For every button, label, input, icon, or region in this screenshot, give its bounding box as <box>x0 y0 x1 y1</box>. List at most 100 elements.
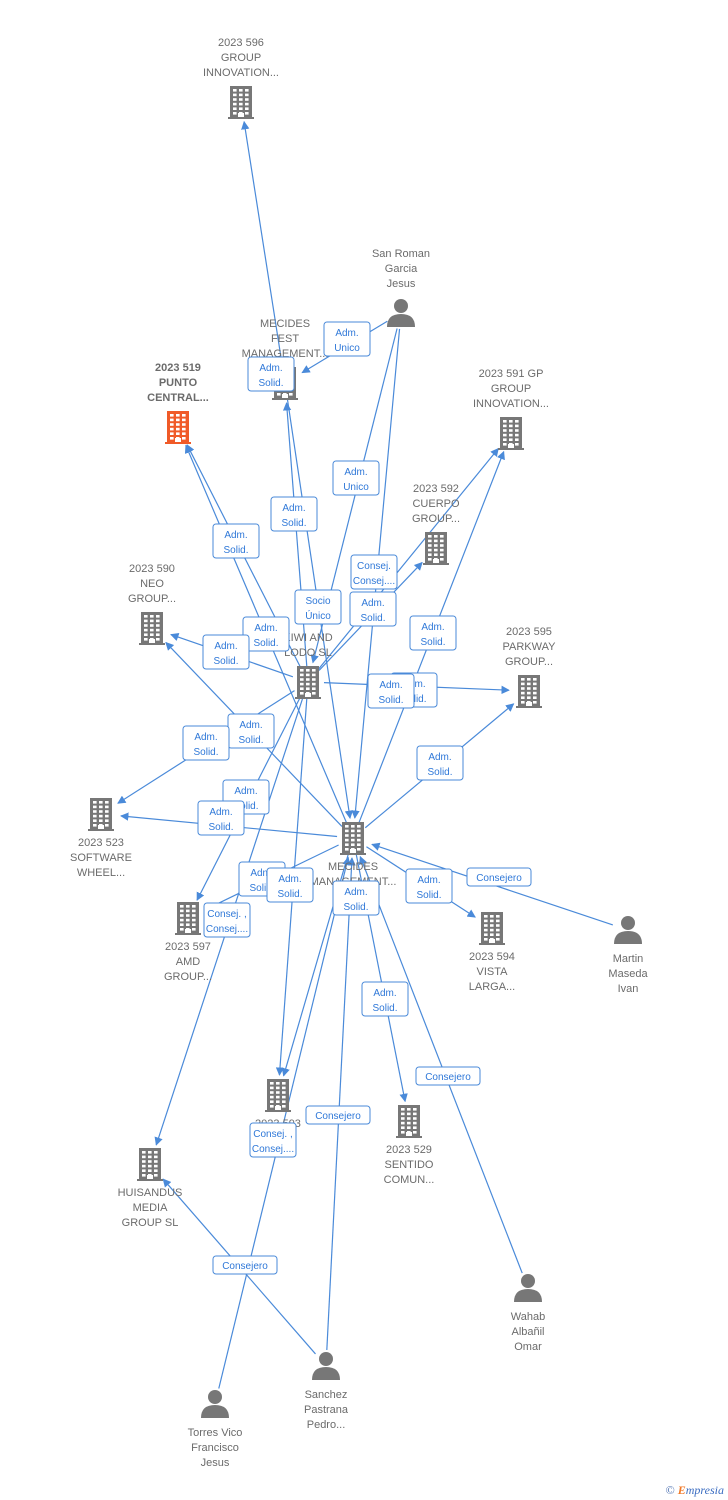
edge-label-kiwi-to-g592[interactable]: Adm.Solid. <box>349 591 397 627</box>
edge-label-text: Solid. <box>258 378 283 389</box>
edge-label-kiwi-to-g590[interactable]: Adm.Solid. <box>202 634 250 670</box>
node-label-line: Wahab <box>511 1311 545 1323</box>
edge-label-kiwi-to-g591[interactable]: Adm.Solid. <box>409 615 457 651</box>
edge-label-text: Adm. <box>259 363 282 374</box>
node-g592[interactable]: 2023 592CUERPOGROUP... <box>412 483 460 565</box>
node-label-line: GROUP... <box>128 593 176 605</box>
node-label-line: Francisco <box>191 1442 239 1454</box>
edge-label-kiwi-to-g595[interactable]: Adm.Solid. <box>367 673 415 709</box>
edge-label-kiwi-to-g593[interactable]: Adm.Solid. <box>266 867 314 903</box>
node-g596[interactable]: 2023 596GROUPINNOVATION... <box>203 37 279 119</box>
node-label-line: Maseda <box>608 968 648 980</box>
edge-label-kiwi-to-mecides_fest[interactable]: Adm.Solid. <box>270 496 318 532</box>
edge-label-text: Consej. , <box>253 1129 292 1140</box>
edge-label-mecides_mgmt-to-g594[interactable]: Adm.Solid. <box>405 868 453 904</box>
node-label-line: Jesus <box>201 1457 230 1469</box>
edge-label-text: Solid. <box>281 518 306 529</box>
node-g597[interactable]: 2023 597AMDGROUP... <box>164 902 212 983</box>
node-mecides_mgmt[interactable]: MECIDESMANAGEMENT... <box>310 822 397 888</box>
edge-label-kiwi-to-g523[interactable]: Adm.Solid. <box>182 725 230 761</box>
node-label-line: PUNTO <box>159 377 198 389</box>
edge-label-mecides_fest-to-g596[interactable]: Adm. Solid. <box>247 356 295 392</box>
edge-label-san_roman-to-mecides_mgmt[interactable]: Consej.Consej.... <box>350 554 398 590</box>
building-icon <box>295 666 321 699</box>
edge-label-text: Adm. <box>379 680 402 691</box>
edge-label-text: Adm. <box>373 988 396 999</box>
node-label-line: 2023 591 GP <box>479 368 544 380</box>
node-label-line: Pastrana <box>304 1404 349 1416</box>
node-label-line: COMUN... <box>384 1174 435 1186</box>
edge-label-text: Adm. <box>254 623 277 634</box>
edge-label-text: Consejero <box>315 1111 361 1122</box>
edge-label-text: Socio <box>305 596 330 607</box>
person-icon <box>387 299 415 327</box>
edge-label-kiwi-to-huisandus[interactable]: Consejero <box>305 1105 371 1125</box>
edge-label-san_roman-to-kiwi[interactable]: Adm.Unico <box>332 460 380 496</box>
edge-label-san_roman-to-mecides_fest[interactable]: Adm.Unico <box>323 321 371 357</box>
node-label-line: 2023 597 <box>165 941 211 953</box>
person-icon <box>514 1274 542 1302</box>
node-label-line: WHEEL... <box>77 867 125 879</box>
edge-label-text: Consejero <box>222 1261 268 1272</box>
node-label-line: GROUP <box>221 52 261 64</box>
node-label-line: Sanchez <box>305 1389 348 1401</box>
edge-mecides_fest-to-g596 <box>241 120 284 368</box>
edge-label-text: Consejero <box>425 1072 471 1083</box>
edge-label-text: Único <box>305 609 331 622</box>
node-label-line: Garcia <box>385 263 418 275</box>
edge-label-text: Adm. <box>224 530 247 541</box>
edge-label-text: Solid. <box>238 735 263 746</box>
edge-label-sanchez-to-huisandus[interactable]: Consejero <box>212 1255 278 1275</box>
edge-label-text: Solid. <box>249 883 274 894</box>
node-label-line: San Roman <box>372 248 430 260</box>
node-g590[interactable]: 2023 590NEOGROUP... <box>128 563 176 645</box>
edge-label-text: Consejero <box>476 873 522 884</box>
node-g523[interactable]: 2023 523SOFTWAREWHEEL... <box>70 798 132 879</box>
edge-label-martin-to-mecides_mgmt[interactable]: Consejero <box>466 867 532 887</box>
edge-label-text: Adm. <box>209 807 232 818</box>
edge-label-kiwi-to-g519[interactable]: Adm. Solid. <box>212 523 260 559</box>
edge-label-torres-to-mecides_mgmt[interactable]: Consej. ,Consej.... <box>249 1122 297 1158</box>
node-g594[interactable]: 2023 594VISTALARGA... <box>469 912 515 993</box>
building-icon <box>423 532 449 565</box>
edge-label-mecides_mgmt-to-g593[interactable]: Adm.Solid. <box>332 880 380 916</box>
edge-label-kiwi-to-g597[interactable]: Adm. Solid. <box>197 800 245 836</box>
node-g529[interactable]: 2023 529SENTIDOCOMUN... <box>384 1105 435 1186</box>
edge-label-text: Unico <box>343 482 369 493</box>
node-sanchez[interactable]: SanchezPastranaPedro... <box>304 1352 349 1431</box>
edge-label-mecides_mgmt-to-g529[interactable]: Adm.Solid. <box>361 981 409 1017</box>
edge-label-text: Solid. <box>213 656 238 667</box>
edge-label-text: Solid. <box>208 822 233 833</box>
edge-label-mecides_mgmt-to-g595[interactable]: Adm.Solid. <box>416 745 464 781</box>
brand-footer: © Empresia <box>666 1483 724 1498</box>
node-label-line: 2023 592 <box>413 483 459 495</box>
node-label-line: GROUP... <box>164 971 212 983</box>
node-label-line: Ivan <box>618 983 639 995</box>
node-label-line: MECIDES <box>260 318 310 330</box>
node-label-line: 2023 590 <box>129 563 175 575</box>
building-icon <box>165 411 191 444</box>
node-label-line: 2023 595 <box>506 626 552 638</box>
person-icon <box>614 916 642 944</box>
edge-label-wahab-to-mecides_mgmt[interactable]: Consejero <box>415 1066 481 1086</box>
node-label-line: GROUP SL <box>122 1217 179 1229</box>
node-g519[interactable]: 2023 519PUNTOCENTRAL... <box>147 362 209 444</box>
edge-label-text: Solid. <box>223 545 248 556</box>
edge-label-text: Adm. <box>278 874 301 885</box>
node-label-line: SOFTWARE <box>70 852 132 864</box>
building-icon <box>139 612 165 645</box>
edge-label-sanchez-to-mecides_mgmt[interactable]: Consej. ,Consej.... <box>203 902 251 938</box>
node-g595[interactable]: 2023 595PARKWAYGROUP... <box>503 626 557 708</box>
node-g591[interactable]: 2023 591 GPGROUPINNOVATION... <box>473 368 549 450</box>
edge-label-mecides_mgmt-to-g590[interactable]: Adm.Solid. <box>227 713 275 749</box>
edge-label-mecides_mgmt-to-g519[interactable]: Adm.Solid. <box>242 616 290 652</box>
node-label-line: GROUP <box>491 383 531 395</box>
edge-label-text: Adm. <box>335 328 358 339</box>
